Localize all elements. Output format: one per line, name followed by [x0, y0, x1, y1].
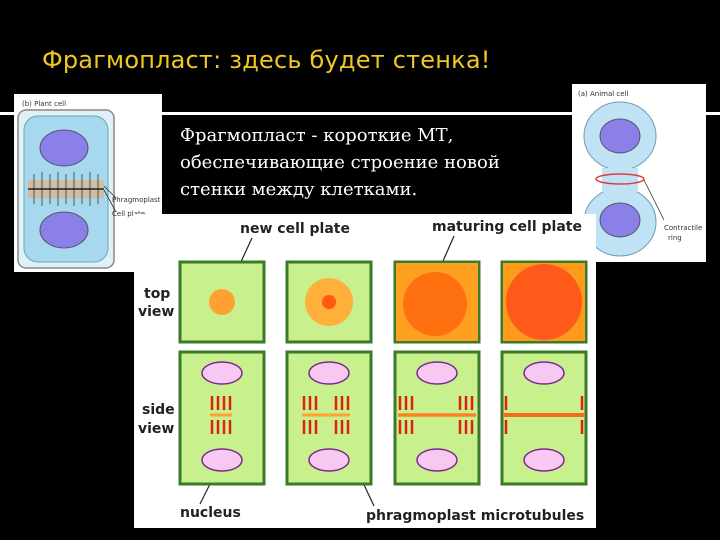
label-side-view: view	[138, 421, 174, 437]
side-microtubules-2	[302, 396, 350, 434]
top-plate-3	[403, 272, 467, 336]
animal-caption: (a) Animal cell	[578, 90, 629, 98]
slide-title: Фрагмопласт: здесь будет стенка!	[42, 46, 491, 74]
animal-nucleus-top	[599, 118, 641, 154]
animal-cell-figure: (a) Animal cell Contractile ring	[572, 84, 706, 262]
animal-label-contractile: Contractile	[664, 224, 702, 232]
label-new-cell-plate: new cell plate	[240, 221, 350, 237]
plant-caption: (b) Plant cell	[22, 100, 66, 108]
side-nucleus-3-top	[416, 361, 458, 385]
top-plate-1	[209, 289, 235, 315]
plant-nucleus-top	[39, 129, 89, 167]
description: Фрагмопласт - короткие МТ, обеспечивающи…	[180, 122, 570, 203]
top-plate-2-core	[322, 295, 336, 309]
animal-nucleus-bottom	[599, 202, 641, 238]
label-maturing-cell-plate: maturing cell plate	[432, 219, 582, 235]
plant-label-cell-plate: Cell plate	[112, 210, 145, 218]
label-side: side	[142, 402, 175, 418]
label-phragmoplast-microtubules: phragmoplast microtubules	[366, 508, 584, 524]
plant-label-phragmoplast: Phragmoplast	[112, 196, 161, 204]
description-line: обеспечивающие строение новой	[180, 152, 500, 173]
side-nucleus-2-bottom	[308, 448, 350, 472]
side-microtubules-1	[210, 396, 232, 434]
side-nucleus-4-bottom	[523, 448, 565, 472]
side-nucleus-2-top	[308, 361, 350, 385]
side-microtubules-4	[504, 396, 584, 434]
animal-contractile-ring	[595, 173, 645, 185]
side-microtubules-3	[398, 396, 474, 434]
animal-label-ring: ring	[668, 234, 682, 242]
description-line: Фрагмопласт - короткие МТ,	[180, 125, 454, 146]
label-top: top	[144, 286, 170, 302]
top-plate-4	[506, 264, 582, 340]
side-nucleus-4-top	[523, 361, 565, 385]
side-nucleus-1-bottom	[201, 448, 243, 472]
phragmoplast-diagram: new cell plate maturing cell plate top v…	[134, 214, 596, 528]
label-top-view: view	[138, 304, 174, 320]
side-nucleus-3-bottom	[416, 448, 458, 472]
description-line: стенки между клетками.	[180, 179, 418, 200]
animal-cleavage-neck	[602, 168, 638, 192]
title-divider	[0, 112, 720, 115]
plant-nucleus-bottom	[39, 211, 89, 249]
side-nucleus-1-top	[201, 361, 243, 385]
label-nucleus: nucleus	[180, 505, 241, 521]
